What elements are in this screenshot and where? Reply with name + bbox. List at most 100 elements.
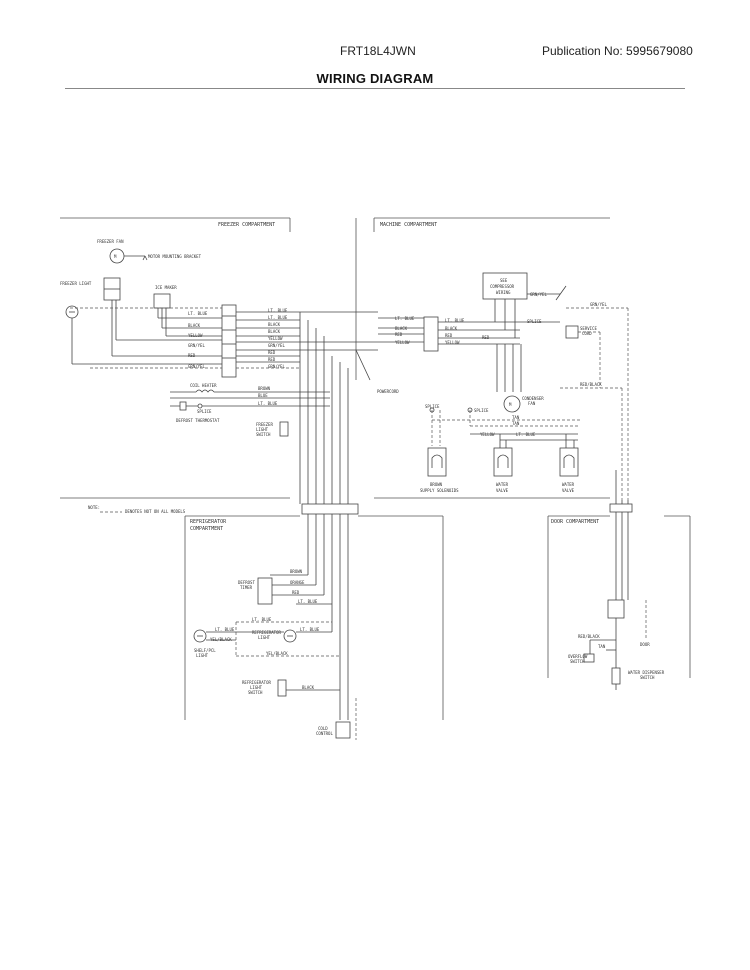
svg-text:M: M — [509, 402, 512, 407]
wire-label-grn-yel-5: GRN/YEL — [530, 292, 547, 297]
cold-control-label-1: COLD — [318, 726, 328, 731]
model-number: FRT18L4JWN — [340, 44, 416, 58]
service-cord-label-2: CORD — [582, 331, 592, 336]
water-dispenser-label-2: SWITCH — [640, 675, 655, 680]
wire-label-black-2: BLACK — [268, 322, 281, 327]
refrig-light-label-2: LIGHT — [258, 635, 271, 640]
freezer-connector — [221, 304, 237, 378]
refrig-switch-label-2: LIGHT — [250, 685, 263, 690]
refrig-light-label-1: REFRIGERATOR — [252, 630, 281, 635]
wire-label-orange-1: ORANGE — [290, 580, 305, 585]
refrigerator-harness — [270, 514, 349, 720]
door-harness — [615, 470, 629, 600]
water-valve-1-label-2: VALVE — [496, 488, 509, 493]
diagram-title: WIRING DIAGRAM — [316, 71, 434, 86]
coil-heater-label: COIL HEATER — [190, 383, 217, 388]
coil-heater — [195, 389, 215, 393]
wire-label-yel-black-1: YEL/BLACK — [210, 637, 232, 642]
wire-label-tan-3: TAN — [598, 644, 606, 649]
compressor-label-1: SEE — [500, 278, 508, 283]
wire-label-lt-blue-2: LT. BLUE — [268, 308, 288, 313]
powercord-label: POWERCORD — [377, 389, 399, 394]
condenser-fan-label-2: FAN — [528, 401, 536, 406]
wire-label-black-3: BLACK — [268, 329, 281, 334]
wire-label-grn-yel-2: GRN/YEL — [188, 364, 205, 369]
cold-control-label-2: CONTROL — [316, 731, 333, 736]
refrig-switch-label-1: REFRIGERATOR — [242, 680, 271, 685]
wire-label-lt-blue-10: LT. BLUE — [252, 617, 272, 622]
wire-label-splice-1: SPLICE — [527, 319, 542, 324]
wire-label-lt-blue-6: LT. BLUE — [445, 318, 465, 323]
svg-text:M: M — [114, 254, 117, 259]
freezer-fan: M — [109, 248, 148, 264]
wire-label-black-6: BLACK — [302, 685, 315, 690]
shelf-light — [193, 629, 207, 643]
wire-label-black-1: BLACK — [188, 323, 201, 328]
wire-label-red-4: RED — [395, 332, 403, 337]
wire-label-grn-yel-3: GRN/YEL — [268, 343, 285, 348]
wire-label-lt-blue-4: LT. BLUE — [258, 401, 278, 406]
refrig-switch-label-3: SWITCH — [248, 690, 263, 695]
wire-label-lt-blue-11: LT. BLUE — [300, 627, 320, 632]
note-label: NOTE: — [88, 505, 100, 510]
refrigerator-light-switch — [277, 679, 287, 697]
defrost-timer — [257, 577, 273, 605]
water-valve-2-label-2: VALVE — [562, 488, 575, 493]
water-valve-2 — [559, 447, 579, 477]
wire-label-grn-yel-6: GRN/YEL — [590, 302, 607, 307]
water-valve-2-label-1: WATER — [562, 482, 575, 487]
brown-solenoid-label-1: BROWN — [430, 482, 443, 487]
overflow-switch-label-1: OVERFLOW — [568, 654, 588, 659]
defrost-thermostat — [179, 401, 187, 411]
splice-dot — [197, 403, 203, 409]
main-harness — [299, 312, 349, 504]
service-cord — [565, 325, 579, 339]
wire-label-black-5: BLACK — [445, 326, 458, 331]
freezer-wires — [71, 300, 378, 365]
wire-label-yellow-3: YELLOW — [395, 340, 410, 345]
publication-number: Publication No: 5995679080 — [542, 44, 693, 58]
freezer-switch-label-3: SWITCH — [256, 432, 271, 437]
wire-label-red-2: RED — [268, 350, 276, 355]
wire-label-yellow-4: YELLOW — [445, 340, 460, 345]
freezer-light-label: FREEZER LIGHT — [60, 281, 92, 286]
cold-control — [335, 721, 351, 739]
wire-label-lt-blue-3: LT. BLUE — [268, 315, 288, 320]
wire-label-blue-1: BLUE — [258, 393, 268, 398]
door-compartment-label: DOOR COMPARTMENT — [551, 519, 599, 525]
defrost-timer-label-1: DEFROST — [238, 580, 255, 585]
wire-label-lt-blue-8: LT. BLUE — [298, 599, 318, 604]
water-dispenser-switch — [611, 667, 621, 685]
refrigerator-light — [283, 629, 297, 643]
water-valve-1 — [493, 447, 513, 477]
wire-label-red-1: RED — [188, 353, 196, 358]
wire-label-red-6: RED — [482, 335, 490, 340]
wire-label-lt-blue-5: LT. BLUE — [395, 316, 415, 321]
wire-label-lt-blue-9: LT. BLUE — [215, 627, 235, 632]
refrigerator-compartment-label: REFRIGERATOR — [190, 519, 227, 525]
overflow-switch-label-2: SWITCH — [570, 659, 585, 664]
wire-label-red-3: RED — [268, 357, 276, 362]
overflow-switch — [583, 653, 595, 663]
wire-label-black-4: BLACK — [395, 326, 408, 331]
wire-label-red-5: RED — [445, 333, 453, 338]
wire-label-grn-yel-1: GRN/YEL — [188, 343, 205, 348]
ice-maker-plug — [153, 293, 171, 309]
freezer-light-switch — [279, 421, 289, 437]
splice-label-2: SPLICE — [474, 408, 489, 413]
wire-label-grn-yel-4: GRN/YEL — [268, 364, 285, 369]
note-legend: DENOTES NOT ON ALL MODELS — [125, 509, 186, 514]
water-dispenser-label-1: WATER DISPENSER — [628, 670, 665, 675]
wire-label-brown-2: BROWN — [290, 569, 303, 574]
freezer-fan-label: FREEZER FAN — [97, 239, 124, 244]
wire-label-yellow-2: YELLOW — [268, 336, 283, 341]
wire-label-lt-blue-7: LT. BLUE — [516, 432, 536, 437]
compressor-label-3: WIRING — [496, 290, 511, 295]
door-label: DOOR — [640, 642, 650, 647]
refrigerator-compartment-label-2: COMPARTMENT — [190, 526, 223, 532]
defrost-thermostat-label: DEFROST THERMOSTAT — [176, 418, 220, 423]
freezer-compartment-label: FREEZER COMPARTMENT — [218, 222, 275, 228]
wire-label-yellow-1: YELLOW — [188, 333, 203, 338]
compartment-borders — [60, 217, 691, 720]
